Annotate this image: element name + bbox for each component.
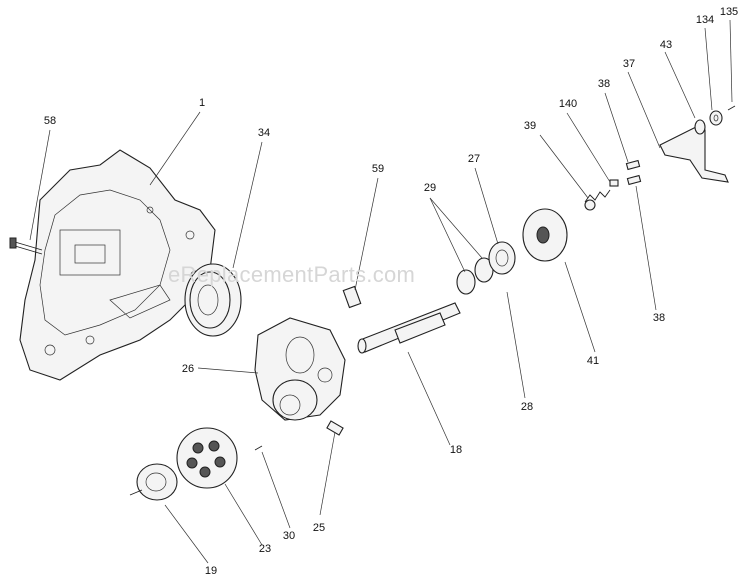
spring-part-39 (584, 179, 619, 211)
washers-part-43-134-135 (694, 105, 736, 135)
callout-140: 140 (558, 98, 578, 110)
callout-1: 1 (198, 97, 206, 109)
fitting-part-25 (326, 420, 344, 436)
callout-25: 25 (312, 522, 326, 534)
callout-27: 27 (467, 153, 481, 165)
leader-lines (29, 19, 733, 564)
cylinder-block-part-23 (176, 427, 238, 489)
center-housing-part-26 (254, 317, 346, 421)
pin-part-30 (254, 445, 263, 451)
callout-23: 23 (258, 543, 272, 555)
callout-39: 39 (523, 120, 537, 132)
watermark-text: eReplacementParts.com (168, 262, 416, 287)
callout-29: 29 (423, 182, 437, 194)
shaft-part-18 (357, 302, 461, 354)
callout-34: 34 (257, 127, 271, 139)
callout-38-top: 38 (597, 78, 611, 90)
callout-26: 26 (181, 363, 195, 375)
callout-135: 135 (719, 6, 739, 18)
callout-30: 30 (282, 530, 296, 542)
callout-58: 58 (43, 115, 57, 127)
callout-28: 28 (520, 401, 534, 413)
bolt-part-58 (9, 237, 43, 255)
callout-43: 43 (659, 39, 673, 51)
seal-rings (456, 241, 516, 295)
callout-38-bottom: 38 (652, 312, 666, 324)
bracket-part-37 (659, 124, 729, 183)
callout-37: 37 (622, 58, 636, 70)
callout-41: 41 (586, 355, 600, 367)
ring-gear-part-34 (184, 263, 242, 337)
callout-134: 134 (695, 14, 715, 26)
seal-part-19 (129, 463, 178, 501)
callout-19: 19 (204, 565, 218, 577)
pin-part-59 (342, 285, 362, 309)
callout-18: 18 (449, 444, 463, 456)
pins-part-38 (625, 159, 642, 186)
callout-59: 59 (371, 163, 385, 175)
end-cap-part-41 (522, 208, 568, 262)
